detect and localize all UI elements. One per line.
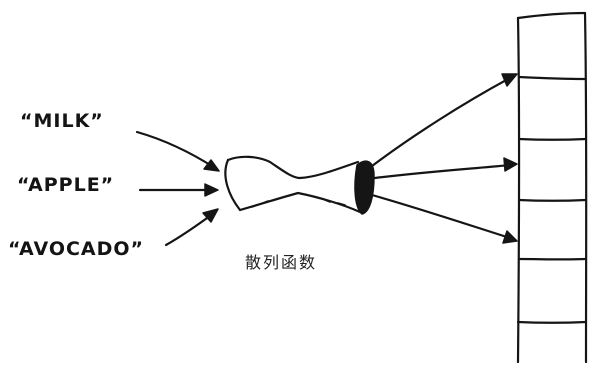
input-arrow-apple [140,184,218,196]
output-arrow-lower [372,195,517,243]
array-slot-divider [519,200,586,201]
output-arrow-upper [372,74,517,166]
input-word-milk: “MILK” [20,110,104,132]
input-arrow-milk [137,132,219,171]
array-table [518,13,586,362]
hash-function-label: 散列函数 [245,249,317,273]
hash-function-funnel [225,157,374,214]
array-slot-divider [518,322,586,323]
output-arrow-middle [375,158,517,178]
input-arrow-avocado [166,209,218,245]
array-slot-divider [519,77,585,79]
input-word-apple: “APPLE” [17,174,114,196]
input-word-avocado: “AVOCADO” [8,238,144,260]
array-slot-divider [519,139,586,140]
